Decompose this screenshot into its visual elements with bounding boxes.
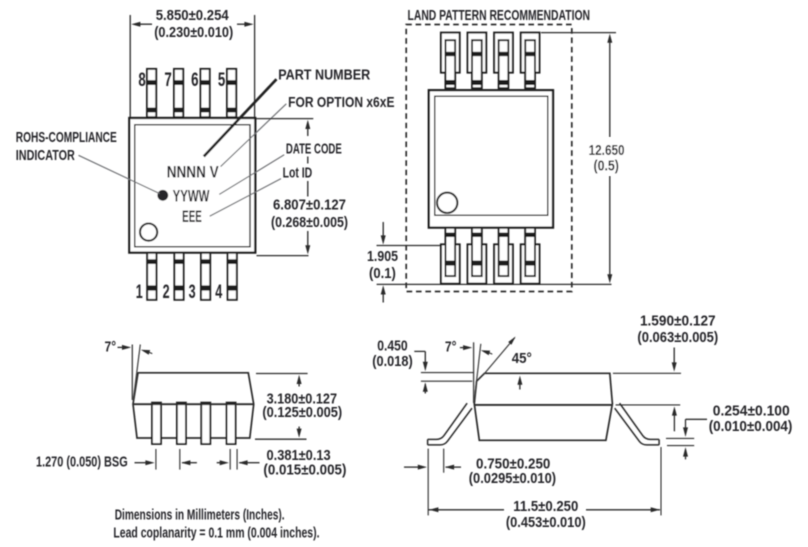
svg-text:(0.230±0.010): (0.230±0.010): [154, 24, 233, 41]
svg-text:1: 1: [136, 282, 143, 303]
svg-text:5.850±0.254: 5.850±0.254: [156, 7, 230, 24]
svg-text:0.254±0.100: 0.254±0.100: [713, 402, 790, 419]
svg-text:DATE CODE: DATE CODE: [286, 141, 342, 158]
svg-text:0.381±0.13: 0.381±0.13: [267, 447, 331, 464]
svg-text:0.750±0.250: 0.750±0.250: [476, 456, 550, 473]
svg-text:12.650: 12.650: [589, 142, 625, 159]
svg-text:Dimensions in Millimeters (Inc: Dimensions in Millimeters (Inches).: [115, 507, 285, 524]
svg-text:PART NUMBER: PART NUMBER: [278, 67, 370, 84]
svg-text:3.180±0.127: 3.180±0.127: [267, 390, 337, 407]
svg-text:3: 3: [189, 282, 196, 303]
svg-text:45°: 45°: [512, 350, 532, 367]
svg-text:(0.125±0.005): (0.125±0.005): [262, 404, 342, 421]
svg-text:(0.453±0.010): (0.453±0.010): [506, 514, 586, 531]
svg-text:Lot ID: Lot ID: [283, 164, 313, 181]
svg-text:(0.0295±0.010): (0.0295±0.010): [469, 470, 556, 487]
svg-text:FOR OPTION x6xE: FOR OPTION x6xE: [288, 94, 394, 111]
svg-text:(0.018): (0.018): [372, 353, 412, 370]
svg-text:7°: 7°: [445, 339, 457, 356]
svg-text:EEE: EEE: [182, 208, 202, 226]
svg-text:7°: 7°: [105, 339, 117, 356]
svg-text:INDICATOR: INDICATOR: [16, 147, 75, 164]
svg-text:8: 8: [138, 70, 145, 91]
svg-text:YYWW: YYWW: [173, 187, 210, 205]
svg-text:(0.015±0.005): (0.015±0.005): [263, 462, 346, 479]
svg-text:0.450: 0.450: [377, 338, 407, 355]
svg-text:(0.063±0.005): (0.063±0.005): [637, 329, 718, 346]
svg-text:LAND PATTERN RECOMMENDATION: LAND PATTERN RECOMMENDATION: [408, 7, 591, 24]
svg-text:1.905: 1.905: [367, 248, 398, 265]
svg-text:(0.268±0.005): (0.268±0.005): [271, 214, 348, 231]
svg-text:4: 4: [215, 282, 222, 303]
svg-text:(0.010±0.004): (0.010±0.004): [709, 418, 793, 435]
svg-text:1.590±0.127: 1.590±0.127: [640, 312, 716, 329]
svg-text:1.270 (0.050) BSG: 1.270 (0.050) BSG: [36, 454, 128, 471]
svg-text:2: 2: [163, 282, 170, 303]
svg-text:NNNN V: NNNN V: [167, 163, 219, 181]
svg-text:6.807±0.127: 6.807±0.127: [273, 196, 346, 213]
svg-text:5: 5: [218, 70, 226, 91]
svg-text:(0.1): (0.1): [369, 265, 396, 282]
svg-text:6: 6: [191, 70, 198, 91]
svg-text:Lead coplanarity = 0.1 mm (0.0: Lead coplanarity = 0.1 mm (0.004 inches)…: [113, 525, 319, 542]
svg-text:7: 7: [164, 70, 171, 91]
svg-text:ROHS-COMPLIANCE: ROHS-COMPLIANCE: [16, 129, 117, 146]
svg-text:(0.5): (0.5): [593, 158, 619, 175]
svg-text:11.5±0.250: 11.5±0.250: [513, 498, 578, 515]
